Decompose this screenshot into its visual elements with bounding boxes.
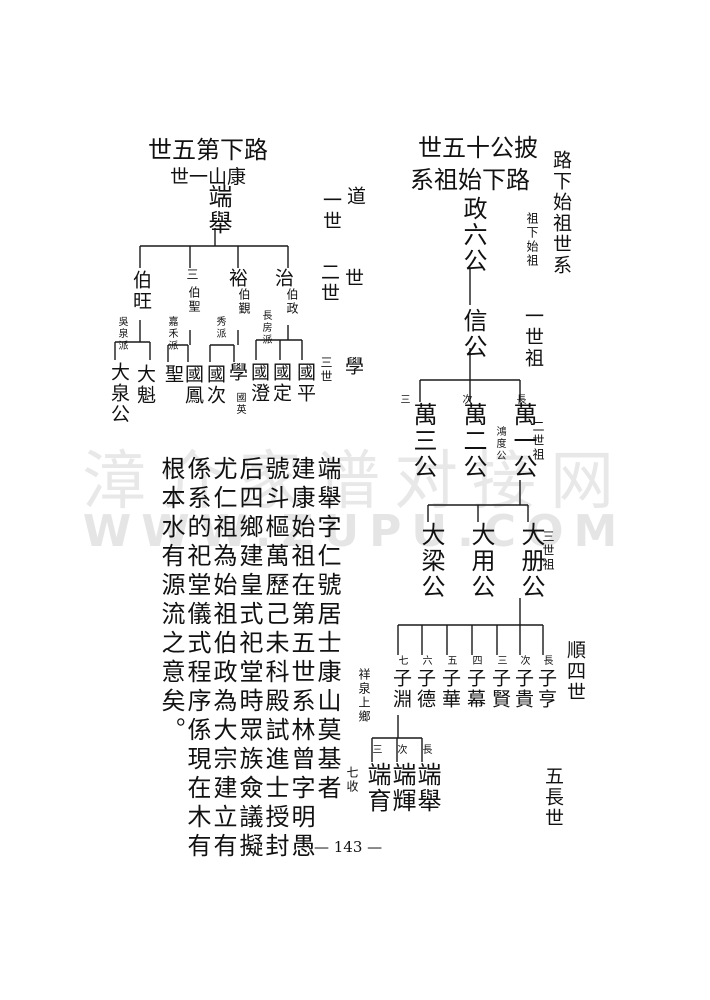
right-side-title: 路下始祖世系 xyxy=(550,150,572,276)
left-son-3-mark: 裕 xyxy=(226,268,248,289)
right-gen2-1: 萬三公 xyxy=(409,402,437,480)
right-gen4-3: 子華 xyxy=(439,668,461,710)
left-son-4: 伯政 xyxy=(285,288,299,316)
right-gen2-2-note: 鴻度公 xyxy=(494,426,505,462)
left-grandson-note: 國英 xyxy=(234,392,245,416)
right-gen5-3-mark: 長 xyxy=(420,744,431,756)
left-gen3-label-b: 學 xyxy=(342,356,364,377)
right-gen4-2: 子德 xyxy=(414,668,436,710)
right-gen2-3: 萬一公 xyxy=(509,402,537,480)
text-column-2: 建康始祖在第五世系林曾字明愚 xyxy=(287,456,315,862)
text-column-3: 號斗樞萬歷己未科殿試進士授封 xyxy=(261,456,289,862)
left-road-label: 道 xyxy=(344,186,366,207)
right-heading-1: 世五十公披 xyxy=(418,134,538,162)
left-son-2-mark: 三 xyxy=(185,268,199,282)
text-column-5: 尤仁祖為始祖伯政為大宗建立有 xyxy=(209,456,237,862)
right-gen2-label: 二世祖 xyxy=(531,420,545,462)
text-column-6: 係系的祀堂儀式程序係現在木有 xyxy=(183,456,211,862)
right-gen5-1-mark: 三 xyxy=(370,744,381,756)
left-gen2-label: 二世 xyxy=(318,262,340,304)
page-number: — 143 — xyxy=(314,838,383,856)
right-gen4-6-mark: 次 xyxy=(518,655,529,667)
left-grandson-9: 國平 xyxy=(294,362,316,404)
left-gen1-label: 一世 xyxy=(320,190,342,232)
right-gen5-label: 五長世 xyxy=(542,766,564,829)
right-gen4-5: 子賢 xyxy=(489,668,511,710)
left-gen2-label-b: 世 xyxy=(342,268,364,289)
right-gen5-1: 端育 xyxy=(363,762,391,814)
text-column-4: 后四鄉建皇式祀堂時眾族僉議擬 xyxy=(235,456,263,862)
left-son-2: 伯聖 xyxy=(187,286,201,314)
watermark-text: 漳介家谱对接网 xyxy=(82,445,628,519)
left-son-3: 伯覲 xyxy=(237,288,251,316)
right-heading-2: 系祖始下路 xyxy=(410,166,530,194)
right-gen4-3-mark: 五 xyxy=(445,655,456,667)
left-grandson-1: 大泉公 xyxy=(108,362,130,425)
right-gen2-2: 萬二公 xyxy=(459,402,487,480)
right-gen4-7: 子亨 xyxy=(535,668,557,710)
right-gen4-4: 子幕 xyxy=(464,668,486,710)
left-son-4-branch: 長房派 xyxy=(260,310,271,346)
right-gen4-1: 子淵 xyxy=(390,668,412,710)
left-heading-1: 世五第下路 xyxy=(148,136,268,164)
right-gen2-1-mark: 三 xyxy=(398,394,409,406)
text-column-7: 根本水有源流之意矣。 xyxy=(157,456,185,746)
right-gen3-3: 大册公 xyxy=(517,522,545,600)
right-gen4-6: 子貴 xyxy=(512,668,534,710)
left-son-4-mark: 治 xyxy=(272,268,294,289)
left-grandson-7: 國澄 xyxy=(248,362,270,404)
right-gen5-2-mark: 次 xyxy=(395,744,406,756)
right-gen4-7-mark: 長 xyxy=(541,655,552,667)
left-son-2-branch: 嘉禾派 xyxy=(166,316,177,352)
left-son-3-branch: 秀派 xyxy=(214,316,225,340)
right-gen4-1-mark: 七 xyxy=(396,655,407,667)
right-gen5-3: 端舉 xyxy=(413,762,441,814)
left-grandson-6: 學 xyxy=(226,362,248,383)
left-grandson-8: 國定 xyxy=(270,362,292,404)
left-gen3-label: 三世 xyxy=(319,356,333,384)
right-gen1-name: 政六公 xyxy=(459,196,487,274)
right-gen3-label: 三世祖 xyxy=(541,530,555,572)
right-gen5-2: 端輝 xyxy=(388,762,416,814)
right-side-sub: 祖下始祖 xyxy=(525,212,539,268)
left-heading-2: 世一山康 xyxy=(170,166,247,188)
left-son-1-branch: 吳泉派 xyxy=(116,316,127,352)
right-gen5-note: 七收 xyxy=(345,766,359,794)
right-gen1-label: 一世祖 xyxy=(522,306,544,369)
right-gen2-2-mark: 次 xyxy=(460,394,471,406)
left-grandson-2: 大魁 xyxy=(134,364,156,406)
right-gen1b-name: 信公 xyxy=(459,308,487,360)
right-gen4-2-mark: 六 xyxy=(420,655,431,667)
left-grandson-4: 國鳳 xyxy=(182,364,204,406)
right-gen3-1: 大梁公 xyxy=(417,522,445,600)
right-gen3-2: 大用公 xyxy=(467,522,495,600)
left-son-1: 伯旺 xyxy=(130,270,152,312)
left-grandson-5: 國次 xyxy=(204,364,226,406)
right-gen2-3-mark: 長 xyxy=(514,394,525,406)
right-gen4-4-mark: 四 xyxy=(470,655,481,667)
left-grandson-3: 聖 xyxy=(162,364,184,385)
right-gen4-label: 順四世 xyxy=(564,640,586,703)
text-column-1: 端舉字仁號居士康山莫基者 xyxy=(313,456,341,804)
right-gen4-5-mark: 三 xyxy=(495,655,506,667)
right-gen4-note: 祥泉上鄉 xyxy=(357,668,371,724)
left-root-name: 端舉 xyxy=(204,184,232,236)
